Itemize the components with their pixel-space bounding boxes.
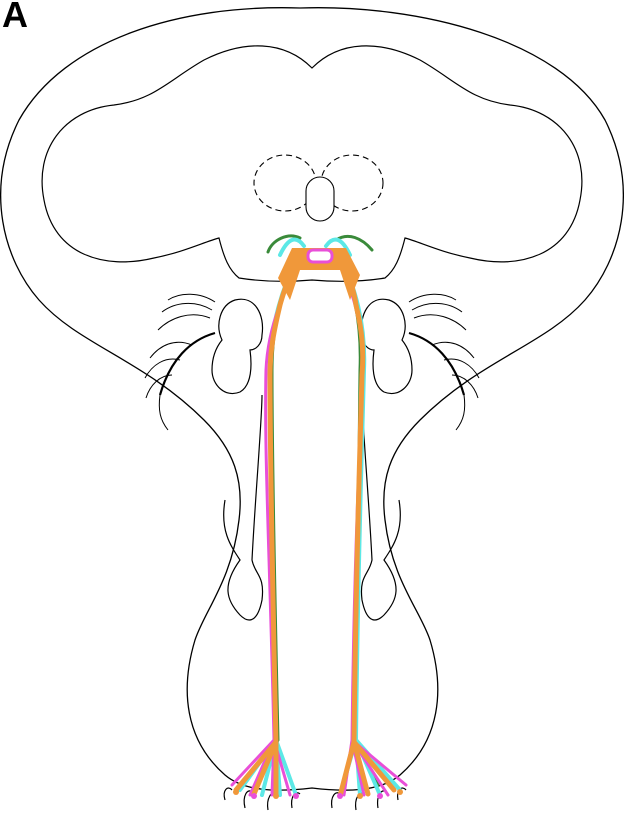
central-capsule [306, 177, 334, 221]
neuron-magenta [232, 250, 406, 795]
neuron-magenta-bridge [308, 250, 332, 262]
inner-body-outline [224, 395, 263, 620]
lateral-organ-right [361, 299, 412, 393]
setae-right [409, 294, 479, 430]
outer-head-outline [1, 8, 624, 790]
neuron-cyan [240, 240, 400, 795]
inner-body-outline-right [361, 395, 400, 620]
setae-left [145, 294, 215, 430]
lateral-organ-left [212, 299, 263, 393]
brain-lobes [42, 46, 582, 281]
